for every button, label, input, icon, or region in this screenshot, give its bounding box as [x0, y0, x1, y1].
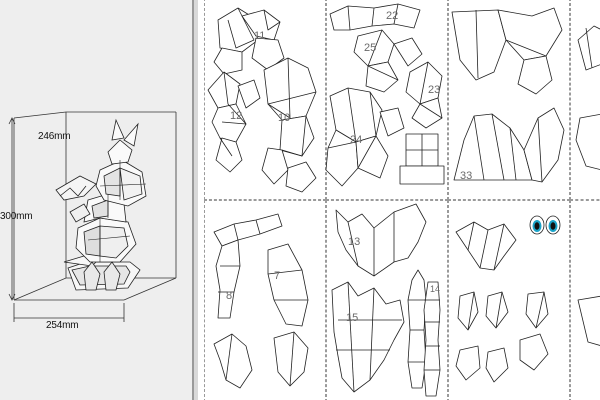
piece-label: 8	[226, 290, 233, 302]
piece-group-partial-top	[575, 25, 600, 170]
template-sheet	[204, 0, 326, 200]
template-sheet	[326, 0, 448, 200]
piece-label: 10	[278, 112, 291, 124]
piece-group-12	[207, 71, 261, 173]
piece-group-leg-left	[213, 333, 253, 389]
piece-group-24	[325, 87, 405, 187]
piece-label: 22	[386, 10, 399, 22]
dragon-body	[55, 118, 147, 291]
bounding-box	[13, 111, 177, 301]
piece-label: 25	[364, 42, 377, 54]
piece-group-33	[453, 107, 565, 183]
template-sheet	[570, 0, 600, 200]
piece-label: 15	[346, 312, 359, 324]
piece-group-26	[451, 7, 563, 95]
template-sheet	[448, 0, 570, 200]
eye-pieces	[529, 215, 561, 235]
piece-label: 24	[350, 134, 363, 146]
piece-label: 7	[274, 270, 281, 282]
piece-group-box	[399, 133, 445, 185]
depth-dimension-label: 246mm	[38, 131, 71, 142]
template-sheet	[204, 200, 326, 400]
piece-group-22	[329, 3, 421, 31]
dragon-facets	[87, 160, 147, 262]
piece-label: 11	[254, 30, 266, 42]
eye-left-pupil	[534, 222, 540, 230]
piece-group-7	[267, 243, 309, 327]
piece-group-14	[423, 281, 441, 397]
piece-group-23	[405, 61, 443, 129]
template-sheet	[448, 200, 570, 400]
dimension-lines	[8, 111, 125, 322]
piece-label: 12	[230, 110, 243, 122]
unfolded-pieces-drawing	[207, 3, 600, 397]
template-sheet	[570, 200, 600, 400]
piece-group-tail	[407, 269, 427, 389]
piece-group-partial-bottom	[577, 295, 600, 346]
height-dimension-label: 300mm	[0, 211, 33, 222]
eye-right-pupil	[550, 222, 556, 230]
piece-group-13	[335, 203, 427, 277]
piece-label: 23	[428, 84, 441, 96]
template-sheet	[326, 200, 448, 400]
model-preview-panel: 246mm 300mm 254mm	[0, 0, 194, 400]
model-preview-drawing	[8, 111, 177, 322]
piece-group-neck-strip	[455, 221, 517, 271]
piece-group-small-parts	[455, 291, 549, 383]
piece-group-11	[213, 7, 285, 75]
piece-group-10	[261, 57, 317, 193]
piece-group-15	[331, 281, 405, 393]
template-sheets-panel: 11 22 23 25 12 10 24 33 13 7 8 15 14	[198, 0, 600, 400]
width-dimension-label: 254mm	[46, 320, 79, 331]
piece-label: 13	[348, 236, 361, 248]
piece-group-leg-right	[273, 331, 309, 387]
piece-label: 14	[430, 284, 441, 294]
piece-group-25	[353, 29, 423, 93]
piece-label: 33	[460, 170, 473, 182]
piece-group-8	[213, 213, 283, 319]
